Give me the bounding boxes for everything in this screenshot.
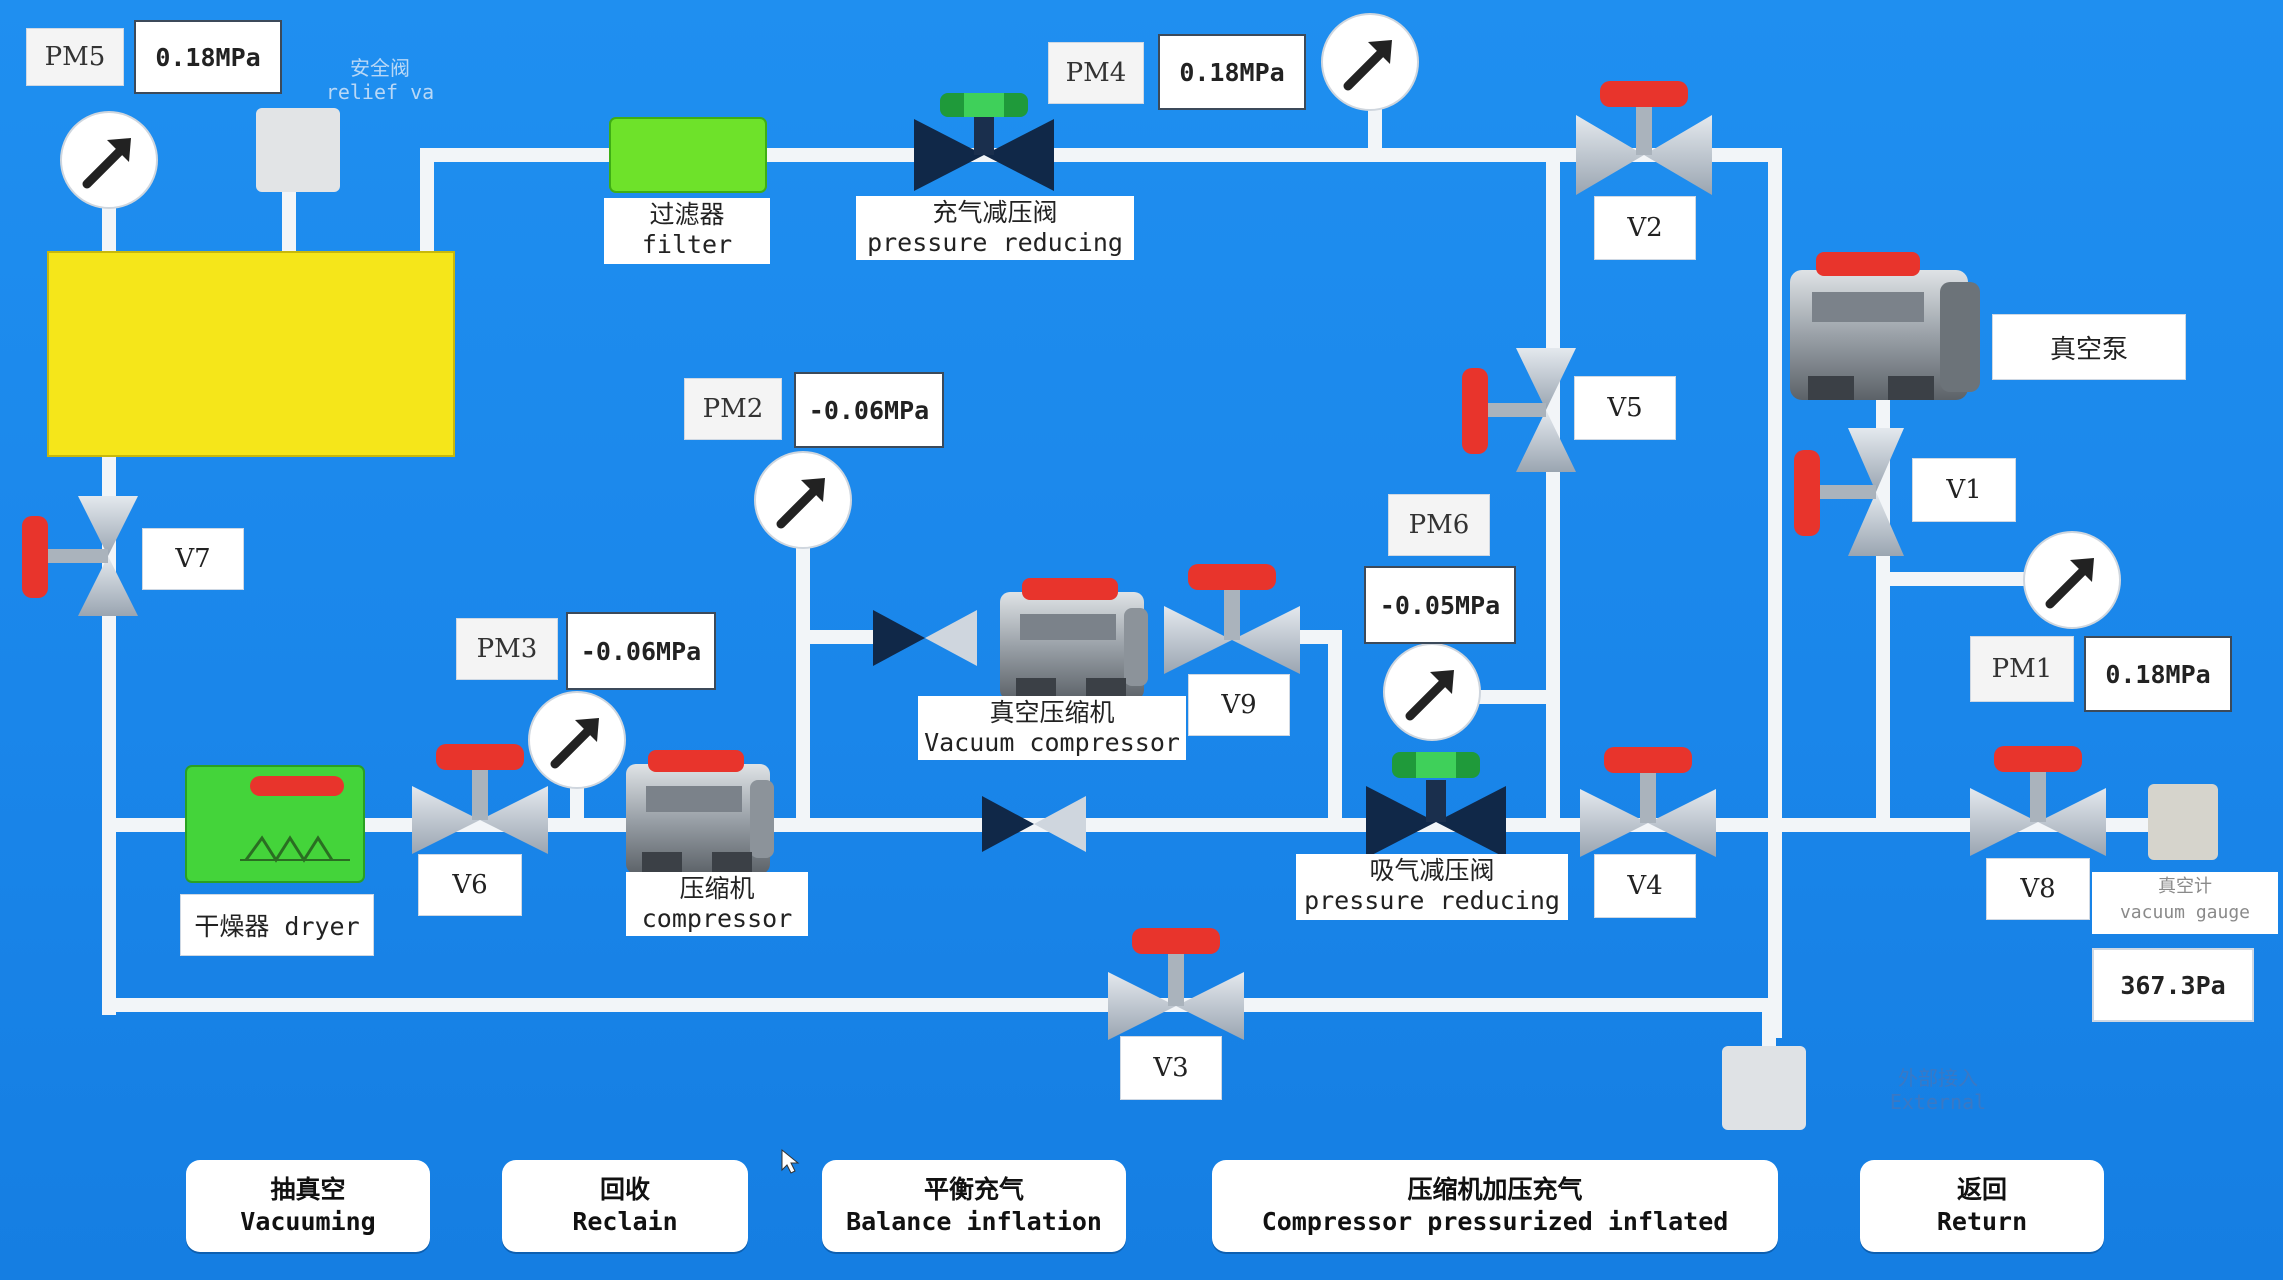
pm6-tag: PM6 (1388, 494, 1490, 556)
valve-v5[interactable] (1462, 348, 1576, 472)
suction-reducing-label: 吸气减压阀 pressure reducing (1296, 854, 1568, 920)
vacuum-pump-label: 真空泵 (1992, 314, 2186, 380)
valve-v9-label: V9 (1188, 674, 1290, 736)
balance-inflation-button[interactable]: 平衡充气 Balance inflation (822, 1160, 1126, 1252)
pm1-value: 0.18MPa (2084, 636, 2232, 712)
valve-v4[interactable] (1580, 747, 1716, 857)
filter-label-en: filter (641, 230, 733, 259)
check-valve-icon (873, 610, 977, 666)
valve-v2-label: V2 (1594, 196, 1696, 260)
dryer-unit (185, 765, 365, 883)
valve-v3[interactable] (1108, 928, 1244, 1040)
reclaim-button-cn: 回收 (599, 1175, 650, 1204)
vacuum-gauge-value: 367.3Pa (2092, 948, 2254, 1022)
charge-reducing-label-cn: 充气减压阀 (932, 198, 1058, 227)
vacuum-gauge-label-cn: 真空计 (2158, 876, 2212, 897)
external-port-block (1722, 1046, 1806, 1130)
valve-v7-label: V7 (142, 528, 244, 590)
reclaim-button[interactable]: 回收 Reclain (502, 1160, 748, 1252)
pm5-value: 0.18MPa (134, 20, 282, 94)
valve-v7[interactable] (22, 496, 138, 616)
charge-reducing-valve[interactable] (914, 93, 1054, 191)
pm2-value: -0.06MPa (794, 372, 944, 448)
valve-v1[interactable] (1794, 428, 1904, 556)
vacuum-compressor-motor (1000, 578, 1148, 700)
pm2-tag: PM2 (684, 378, 782, 440)
relief-valve-label-cn: 安全阀 (350, 56, 410, 80)
compressor-label-cn: 压缩机 (679, 874, 755, 903)
compressor-inflate-button[interactable]: 压缩机加压充气 Compressor pressurized inflated (1212, 1160, 1778, 1252)
suction-reducing-label-en: pressure reducing (1304, 886, 1560, 915)
suction-reducing-valve[interactable] (1366, 752, 1506, 858)
vacuum-compressor-label-cn: 真空压缩机 (989, 698, 1115, 727)
filter-block (609, 117, 767, 193)
compressor-inflate-button-cn: 压缩机加压充气 (1407, 1175, 1583, 1204)
cursor-icon (781, 1148, 800, 1174)
vacuuming-button-cn: 抽真空 (270, 1175, 346, 1204)
relief-valve-label: 安全阀 relief va (300, 56, 460, 104)
pm4-value: 0.18MPa (1158, 34, 1306, 110)
vacuum-pump-motor (1790, 252, 1980, 400)
pressure-gauge-icon (754, 451, 852, 549)
compressor-inflate-button-en: Compressor pressurized inflated (1261, 1207, 1729, 1236)
valve-v4-label: V4 (1594, 854, 1696, 918)
external-port-label-cn: 外部接入 (1898, 1066, 1978, 1090)
valve-v6-label: V6 (418, 854, 522, 916)
valve-v1-label: V1 (1912, 458, 2016, 522)
valve-v5-label: V5 (1574, 376, 1676, 440)
pm4-tag: PM4 (1048, 42, 1144, 104)
vacuuming-button[interactable]: 抽真空 Vacuuming (186, 1160, 430, 1252)
vacuum-compressor-label: 真空压缩机 Vacuum compressor (918, 696, 1186, 760)
valve-v2[interactable] (1576, 81, 1712, 195)
valve-v8-label: V8 (1986, 858, 2090, 920)
compressor-label-en: compressor (641, 904, 793, 933)
pressure-gauge-icon (528, 691, 626, 789)
reclaim-button-en: Reclain (572, 1207, 678, 1236)
valve-v9[interactable] (1164, 564, 1300, 674)
pressure-gauge-icon (1321, 13, 1419, 111)
return-button-cn: 返回 (1956, 1175, 2007, 1204)
pm3-value: -0.06MPa (566, 612, 716, 690)
filter-label-cn: 过滤器 (649, 200, 725, 229)
vacuum-gauge-label-en: vacuum gauge (2119, 902, 2251, 923)
valve-v6[interactable] (412, 744, 548, 854)
pm6-value: -0.05MPa (1364, 566, 1516, 644)
relief-valve-block (256, 108, 340, 192)
relief-valve-label-en: relief va (325, 80, 435, 104)
external-port-label: 外部接入 External (1808, 1066, 2068, 1114)
check-valve-icon (982, 796, 1086, 852)
compressor-label: 压缩机 compressor (626, 872, 808, 936)
suction-reducing-label-cn: 吸气减压阀 (1369, 856, 1495, 885)
compressor-motor (626, 750, 774, 874)
vacuuming-button-en: Vacuuming (240, 1207, 376, 1236)
external-port-label-en: External (1889, 1090, 1987, 1114)
pm3-tag: PM3 (456, 618, 558, 680)
charge-reducing-label-en: pressure reducing (867, 228, 1123, 257)
pm1-tag: PM1 (1970, 636, 2074, 702)
pressure-gauge-icon (2023, 531, 2121, 629)
filter-label: 过滤器 filter (604, 198, 770, 264)
vacuum-gauge-sensor (2148, 784, 2218, 860)
pm5-tag: PM5 (26, 28, 124, 86)
return-button-en: Return (1936, 1207, 2028, 1236)
valve-v8[interactable] (1970, 746, 2106, 856)
storage-tank (47, 251, 455, 457)
return-button[interactable]: 返回 Return (1860, 1160, 2104, 1252)
pressure-gauge-icon (1383, 643, 1481, 741)
balance-inflation-button-cn: 平衡充气 (923, 1175, 1024, 1204)
dryer-label: 干燥器 dryer (180, 894, 374, 956)
vacuum-compressor-label-en: Vacuum compressor (924, 728, 1180, 757)
valve-v3-label: V3 (1120, 1036, 1222, 1100)
charge-reducing-label: 充气减压阀 pressure reducing (856, 196, 1134, 260)
vacuum-gauge-label: 真空计 vacuum gauge (2092, 872, 2278, 934)
pressure-gauge-icon (60, 111, 158, 209)
balance-inflation-button-en: Balance inflation (846, 1207, 1102, 1236)
